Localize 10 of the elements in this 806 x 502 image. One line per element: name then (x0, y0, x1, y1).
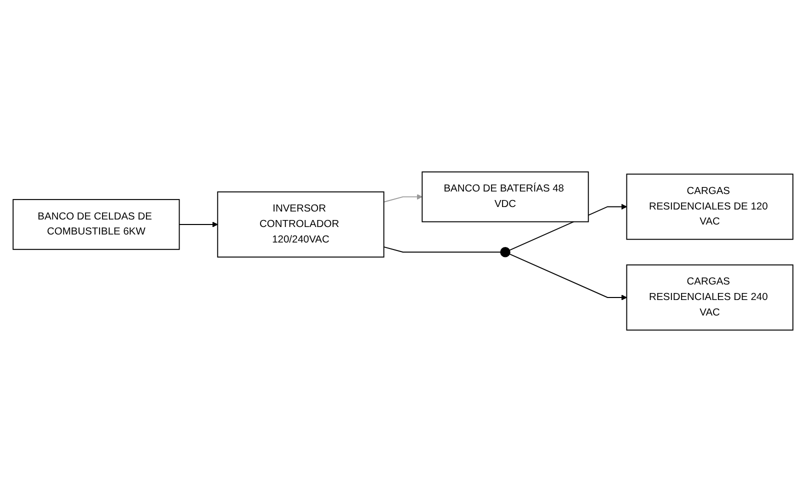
node-box: BANCO DE CELDAS DE COMBUSTIBLE 6KW (12, 199, 180, 250)
node-box: CARGAS RESIDENCIALES DE 120 VAC (626, 174, 794, 240)
arrow (509, 254, 627, 300)
arrow (383, 194, 422, 202)
node-circle (500, 247, 510, 258)
connector (383, 246, 501, 253)
arrow (178, 222, 218, 228)
node-box: CARGAS RESIDENCIALES DE 240 VAC (626, 264, 794, 331)
node-box: INVERSOR CONTROLADOR 120/240VAC (217, 191, 384, 258)
node-box: BANCO DE BATERÍAS 48 VDC (422, 171, 589, 222)
